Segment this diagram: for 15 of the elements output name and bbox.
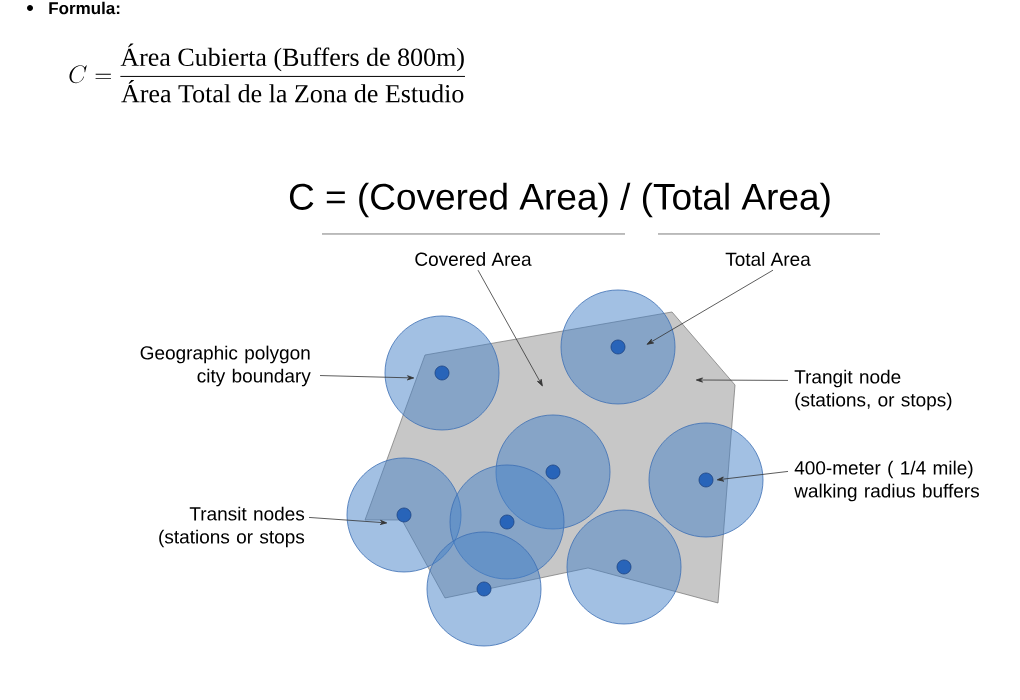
leader-line xyxy=(319,375,415,381)
formula: $C = \frac{\text{Área Cubierta (Buffers de 800m)}}{\text{Área Total de la Zona de Estudio}}$ xyxy=(69,43,465,103)
callout-text: Trangit node (stations, or stops) xyxy=(794,369,952,411)
callout-text: Transit nodes (stations or stops xyxy=(159,506,305,548)
leader-line xyxy=(477,269,543,387)
leader-line xyxy=(646,269,774,345)
leader-line xyxy=(716,471,789,482)
leader-line xyxy=(695,377,789,383)
leader-line xyxy=(308,517,388,525)
heading-text: Formula: xyxy=(49,1,120,15)
callout-text: Geographic polygon city boundary xyxy=(140,345,311,387)
callout-text: Total Area xyxy=(725,252,811,266)
callout-text: Covered Area xyxy=(415,252,532,266)
title: C = (Covered Area) / (Total Area) xyxy=(289,182,830,218)
callout-text: 400-meter ( 1/4 mile) walking radius buffers xyxy=(794,460,979,502)
